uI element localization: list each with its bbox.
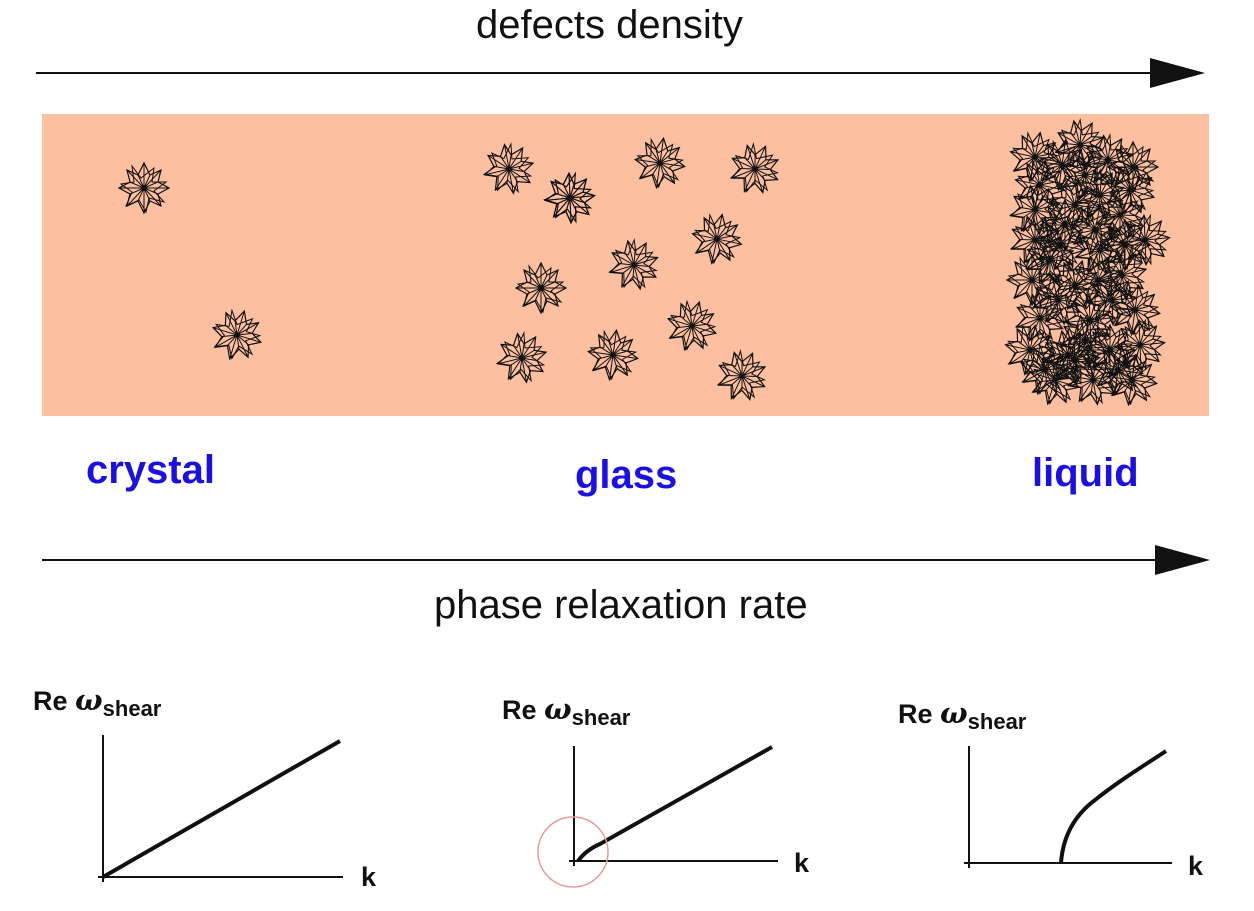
plot-liquid-ylabel: Re ωshear [898, 696, 1027, 734]
plot-glass-ylabel: Re ωshear [502, 692, 631, 730]
plot-crystal [98, 735, 343, 882]
phase-relaxation-arrow [42, 545, 1210, 575]
plot-glass-curve [576, 745, 773, 863]
plot-liquid-curve [1059, 749, 1168, 864]
defects-density-arrow [36, 58, 1205, 88]
phase-label-liquid: liquid [1032, 451, 1139, 495]
plot-crystal-curve [102, 739, 341, 879]
plot-glass-xlabel: k [794, 848, 810, 878]
phase-band [42, 114, 1209, 416]
plot-crystal-ylabel: Re ωshear [33, 683, 162, 721]
plot-liquid [964, 746, 1172, 868]
defects-density-label: defects density [476, 3, 743, 47]
origin-highlight-circle [537, 816, 609, 888]
plot-crystal-xlabel: k [361, 862, 377, 892]
plot-glass [537, 745, 778, 888]
phase-relaxation-rate-label: phase relaxation rate [434, 583, 808, 627]
plot-liquid-xlabel: k [1188, 851, 1204, 881]
phase-label-glass: glass [575, 453, 678, 497]
phase-label-crystal: crystal [86, 448, 215, 492]
